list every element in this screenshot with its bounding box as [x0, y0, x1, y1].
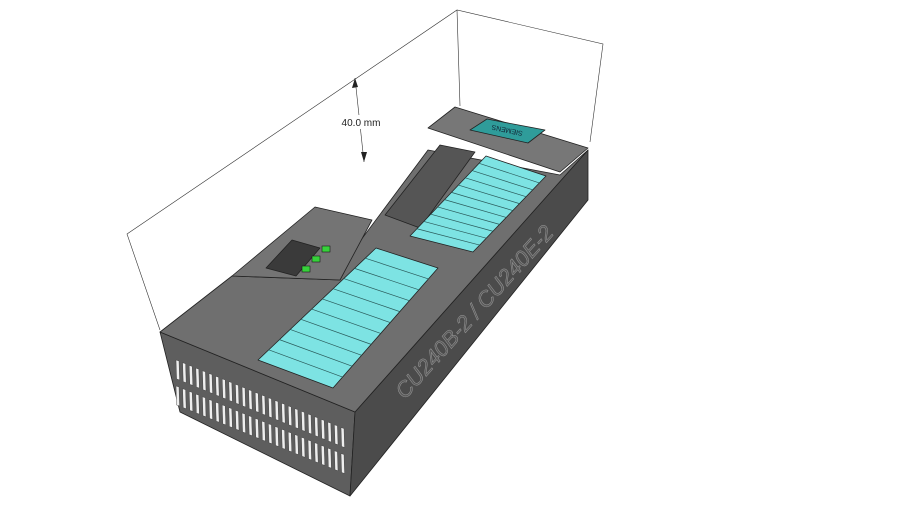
- terminal-divider: [332, 288, 400, 312]
- terminal-divider: [451, 192, 513, 211]
- terminal-divider: [311, 308, 381, 334]
- bounding-box: [126, 9, 604, 331]
- front-terminal-panel: [257, 247, 439, 389]
- vent-slot: [268, 397, 273, 419]
- vent-slot: [307, 413, 312, 435]
- vent-slot: [182, 362, 187, 383]
- vent-slot: [334, 424, 339, 446]
- display-window: [265, 239, 321, 277]
- dimension-label: 40.0 mm: [342, 118, 381, 129]
- vent-slot: [314, 416, 319, 437]
- vent-slot: [221, 404, 227, 426]
- terminal-divider: [423, 221, 487, 239]
- vent-slot: [281, 428, 286, 450]
- dimension-annotation: 40.0 mm: [338, 77, 384, 163]
- terminal-divider: [472, 170, 533, 191]
- vent-slot: [248, 389, 253, 410]
- terminal-divider: [279, 339, 353, 367]
- terminal-divider: [354, 268, 420, 291]
- terminal-divider: [365, 257, 429, 280]
- vent-slots: [175, 359, 345, 474]
- upper-module-top: [427, 106, 589, 173]
- vent-slot: [188, 365, 194, 386]
- vent-slot: [301, 411, 306, 432]
- vent-slot: [274, 426, 279, 447]
- terminal-divider: [430, 213, 494, 232]
- terminal-divider: [444, 199, 507, 218]
- vent-slot: [254, 392, 260, 413]
- vent-slot: [281, 402, 286, 424]
- terminal-divider: [458, 184, 520, 204]
- status-leds: [301, 245, 331, 273]
- vent-slot: [248, 415, 253, 436]
- vent-slot: [241, 386, 246, 408]
- status-led: [321, 245, 331, 253]
- status-led: [311, 255, 321, 263]
- terminal-divider: [478, 162, 540, 184]
- vent-slot: [287, 405, 293, 427]
- vent-slot: [195, 367, 200, 389]
- logo-plate: [469, 118, 546, 144]
- status-led: [301, 265, 311, 273]
- vent-slot: [314, 442, 319, 463]
- terminal-divider: [268, 349, 343, 378]
- vent-slot: [195, 393, 200, 415]
- vent-slot: [254, 418, 260, 439]
- panel-surface: [409, 155, 547, 253]
- terminal-divider: [416, 228, 480, 246]
- vent-slot: [327, 447, 332, 469]
- vent-slot: [175, 385, 180, 407]
- vent-slot: [215, 375, 220, 397]
- panel-surface: [257, 247, 439, 389]
- vent-slot: [307, 439, 312, 461]
- terminal-divider: [322, 298, 391, 323]
- vent-slot: [287, 431, 293, 453]
- vent-slot: [202, 396, 207, 418]
- vent-slot: [221, 378, 227, 400]
- terminal-divider: [300, 318, 372, 345]
- vent-slot: [202, 370, 207, 392]
- rear-terminal-panel: [409, 155, 547, 253]
- vent-slot: [340, 453, 345, 474]
- vent-slot: [182, 388, 187, 409]
- vent-slot: [327, 421, 332, 443]
- terminal-divider: [465, 177, 527, 198]
- vent-slot: [261, 420, 266, 442]
- vent-slot: [241, 412, 246, 434]
- vent-slot: [228, 381, 233, 402]
- vent-slot: [334, 450, 339, 472]
- terminal-divider: [343, 278, 410, 302]
- vent-slot: [301, 437, 306, 458]
- vent-slot: [235, 384, 240, 405]
- vent-slot: [175, 359, 180, 381]
- vent-slot: [261, 394, 266, 416]
- vent-slot: [320, 445, 326, 466]
- vent-slot: [274, 400, 279, 421]
- terminal-divider: [290, 329, 362, 356]
- vent-slot: [340, 427, 345, 448]
- vent-slot: [208, 373, 213, 394]
- vent-slot: [215, 401, 220, 423]
- vent-slot: [294, 408, 299, 429]
- vent-slot: [320, 419, 326, 440]
- vent-slot: [208, 399, 213, 420]
- vent-slot: [268, 423, 273, 445]
- vent-slot: [235, 410, 240, 431]
- terminal-divider: [437, 206, 500, 225]
- vent-slot: [228, 407, 233, 428]
- vent-slot: [188, 391, 194, 412]
- rail-channel: [384, 144, 476, 229]
- vent-slot: [294, 434, 299, 455]
